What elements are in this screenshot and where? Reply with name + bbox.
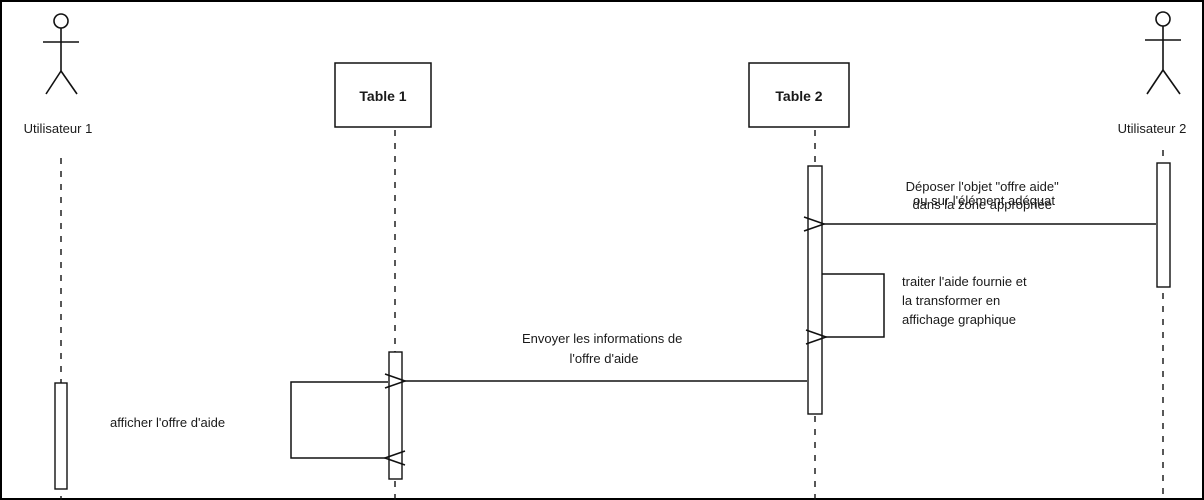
activation-table-1 <box>388 351 403 480</box>
self-message-arrow <box>822 273 885 337</box>
actor-label-utilisateur-2: Utilisateur 2 <box>1118 121 1187 136</box>
activation-table-2 <box>807 165 823 415</box>
object-label-table-2: Table 2 <box>775 88 822 104</box>
stick-figure-icon <box>43 13 79 95</box>
message-label: Envoyer les informations de l'offre d'ai… <box>522 331 686 366</box>
stick-figure-icon <box>1145 11 1181 95</box>
activation-utilisateur-1 <box>54 382 68 490</box>
object-table-1: Table 1 <box>334 62 432 128</box>
message-envoyer-informations: Envoyer les informations de l'offre d'ai… <box>405 331 807 381</box>
actor-utilisateur-1: Utilisateur 1 <box>24 13 93 136</box>
message-traiter-aide: traiter l'aide fournie et la transformer… <box>822 273 1030 337</box>
message-label: traiter l'aide fournie et la transformer… <box>902 274 1030 327</box>
message-deposer-offre-aide: Déposer l'objet "offre aide" dans la zon… <box>824 179 1156 224</box>
object-table-2: Table 2 <box>748 62 850 128</box>
message-label: Déposer l'objet "offre aide" dans la zon… <box>906 179 1063 212</box>
message-label: afficher l'offre d'aide <box>110 415 225 430</box>
object-label-table-1: Table 1 <box>359 88 406 104</box>
actor-label-utilisateur-1: Utilisateur 1 <box>24 121 93 136</box>
message-label-line-3: ou sur l'élément adéquat <box>913 193 1055 208</box>
message-afficher-offre: afficher l'offre d'aide <box>110 381 388 458</box>
actor-utilisateur-2: Utilisateur 2 <box>1118 11 1187 136</box>
activation-utilisateur-2 <box>1156 162 1171 288</box>
self-message-arrow <box>290 381 388 458</box>
